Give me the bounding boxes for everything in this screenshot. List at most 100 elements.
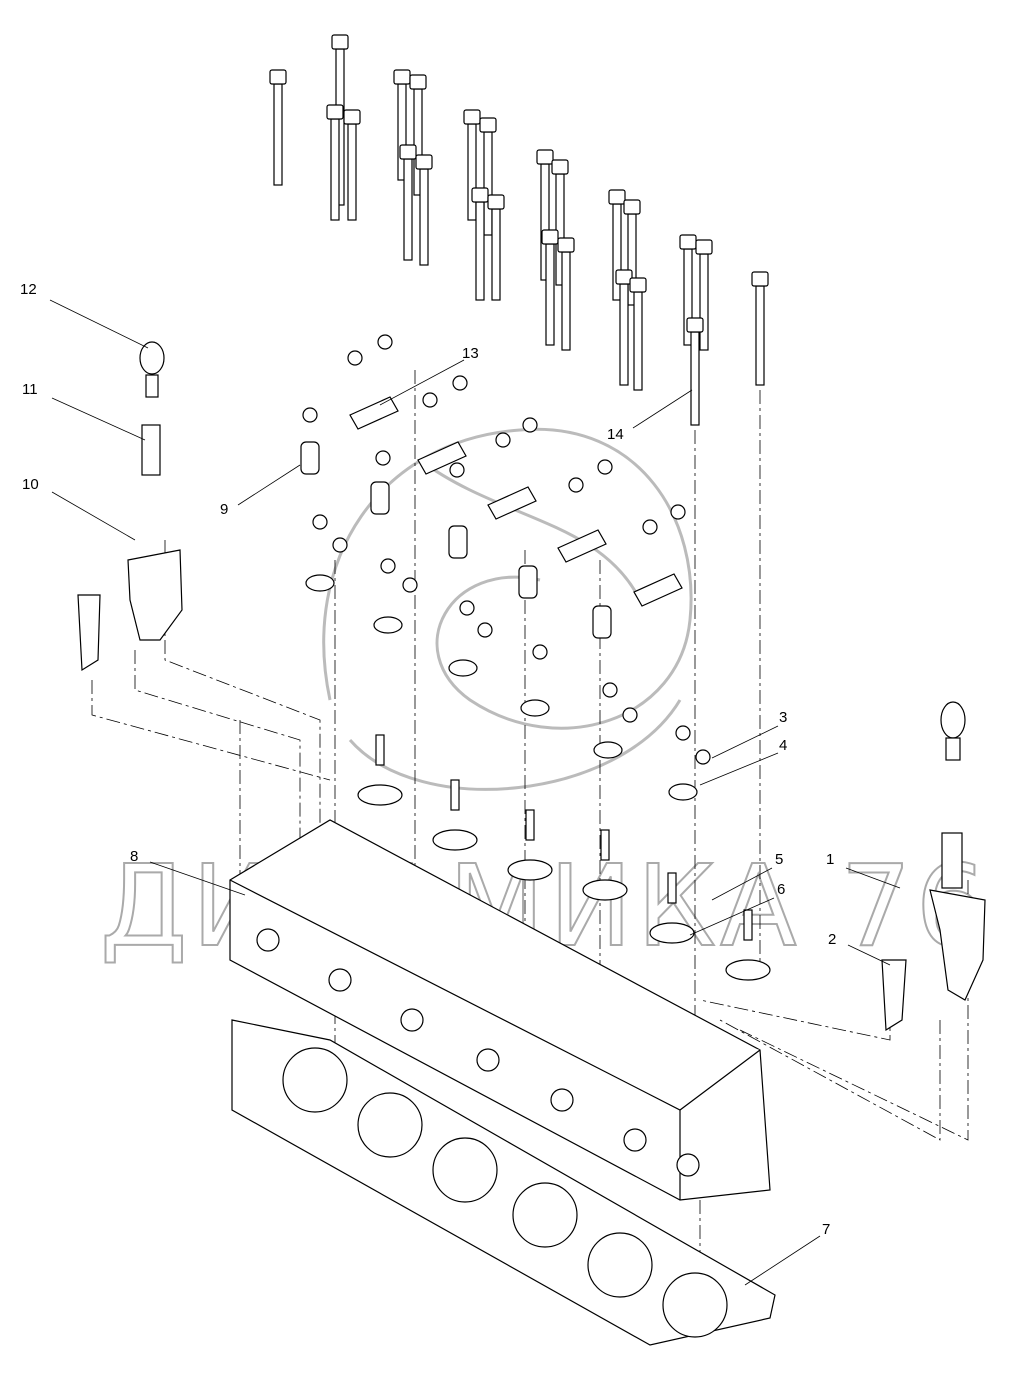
head-gasket: [231, 1019, 776, 1346]
rocker-bridge: [349, 396, 399, 430]
nut: [402, 577, 418, 593]
gasket-bore: [282, 1047, 348, 1113]
bolt-head: [399, 144, 417, 160]
nut: [377, 334, 393, 350]
clamp-screw: [450, 779, 460, 811]
nut: [302, 407, 318, 423]
valve-stem-seal: [448, 659, 478, 677]
bolt-head: [331, 34, 349, 50]
callout-5: 5: [775, 851, 783, 868]
head-port: [400, 1008, 424, 1032]
bolt-shank: [699, 253, 709, 351]
spacer-sleeve: [300, 441, 320, 475]
nut: [422, 392, 438, 408]
bolt-shank: [475, 201, 485, 301]
bolt-head: [541, 229, 559, 245]
bolt-head: [686, 317, 704, 333]
valve-stem-seal: [593, 741, 623, 759]
spacer-sleeve: [370, 481, 390, 515]
bolt-shank: [483, 131, 493, 236]
callout-labels: 1 2 3 4 5 6 7 8 9 10 11 12 13 14: [20, 281, 836, 1238]
bolt-head: [487, 194, 505, 210]
injector-clamp: [357, 784, 403, 806]
bolt-shank: [330, 118, 340, 221]
cylinder-head: [229, 819, 771, 1201]
injector-clamp: [432, 829, 478, 851]
nut: [670, 504, 686, 520]
small-parts: [300, 334, 771, 981]
nut: [477, 622, 493, 638]
callout-3: 3: [779, 709, 787, 726]
bolt-head: [623, 199, 641, 215]
bolt-shank: [467, 123, 477, 221]
bolt-shank: [619, 283, 629, 386]
valve-stem-seal: [668, 783, 698, 801]
nut: [495, 432, 511, 448]
bolt-shank: [273, 83, 283, 186]
bolt-head: [557, 237, 575, 253]
rocker-bracket-left: [77, 341, 183, 672]
bolt-head: [393, 69, 411, 85]
bolt-shank: [347, 123, 357, 221]
rocker-bridge: [557, 529, 607, 563]
bolt-shank: [419, 168, 429, 266]
callout-10: 10: [22, 476, 39, 493]
callout-12: 12: [20, 281, 37, 298]
head-port: [550, 1088, 574, 1112]
callout-4: 4: [779, 737, 787, 754]
head-port: [623, 1128, 647, 1152]
bolt-head: [551, 159, 569, 175]
bolt-head: [415, 154, 433, 170]
nut: [602, 682, 618, 698]
nut: [597, 459, 613, 475]
injector-clamp: [582, 879, 628, 901]
spacer-sleeve: [592, 605, 612, 639]
injector-clamp: [725, 959, 771, 981]
bolt-head: [615, 269, 633, 285]
bolt-shank: [690, 331, 700, 426]
nut: [312, 514, 328, 530]
bolt-head: [463, 109, 481, 125]
clamp-screw: [525, 809, 535, 841]
bolt-shank: [633, 291, 643, 391]
clamp-screw: [600, 829, 610, 861]
bolt-head: [479, 117, 497, 133]
nut: [452, 375, 468, 391]
callout-13: 13: [462, 345, 479, 362]
injector-clamp: [649, 922, 695, 944]
head-port: [256, 928, 280, 952]
gasket-bore: [512, 1182, 578, 1248]
nut: [675, 725, 691, 741]
spacer-sleeve: [518, 565, 538, 599]
callout-9: 9: [220, 501, 228, 518]
gasket-bore: [662, 1272, 728, 1338]
head-port: [676, 1153, 700, 1177]
bolt-shank: [561, 251, 571, 351]
rocker-bridge: [487, 486, 537, 520]
valve-stem-seal: [520, 699, 550, 717]
bolt-head: [326, 104, 344, 120]
nut: [568, 477, 584, 493]
bolt-head: [679, 234, 697, 250]
clamp-screw: [743, 909, 753, 941]
rocker-bridge: [417, 441, 467, 475]
callout-2: 2: [828, 931, 836, 948]
bolt-head: [751, 271, 769, 287]
bolt-head: [695, 239, 713, 255]
leader-lines: [49, 299, 901, 1286]
callout-14: 14: [607, 426, 624, 443]
bolt-shank: [491, 208, 501, 301]
bolt-head: [629, 277, 647, 293]
bolt-head: [536, 149, 554, 165]
gasket-bore: [432, 1137, 498, 1203]
nut: [375, 450, 391, 466]
callout-11: 11: [22, 381, 38, 398]
clamp-screw: [667, 872, 677, 904]
bolt-shank: [755, 285, 765, 386]
nut: [522, 417, 538, 433]
bolt-head: [269, 69, 287, 85]
gasket-bore: [587, 1232, 653, 1298]
nut: [380, 558, 396, 574]
injector-clamp: [507, 859, 553, 881]
clamp-screw: [375, 734, 385, 766]
